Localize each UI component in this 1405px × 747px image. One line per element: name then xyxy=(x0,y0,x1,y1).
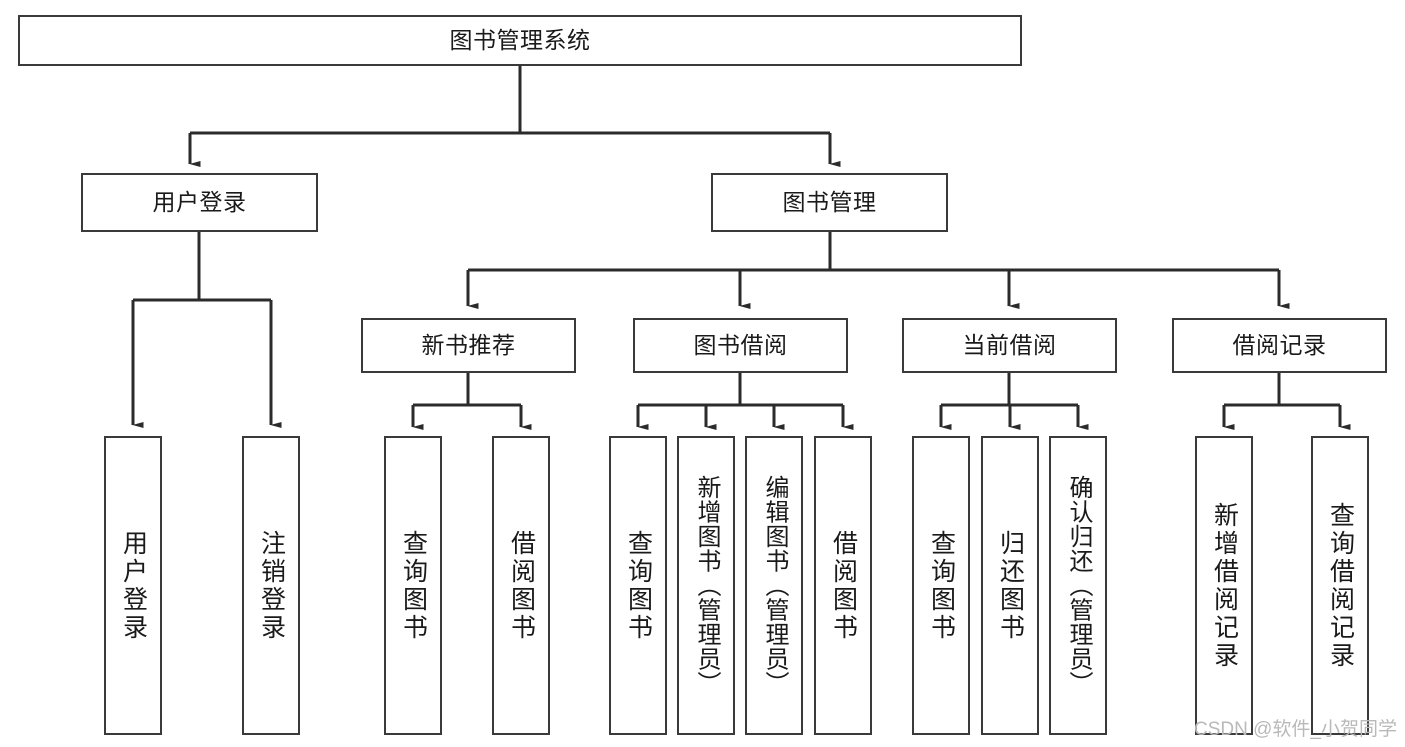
leaf-query-book-recommend[interactable]: 查询图书 xyxy=(384,436,442,735)
node-label: 注销登录 xyxy=(257,529,286,642)
node-borrow-records[interactable]: 借阅记录 xyxy=(1172,318,1387,373)
node-label: 图书管理 xyxy=(782,189,877,216)
leaf-user-login[interactable]: 用户登录 xyxy=(104,436,162,735)
node-label: 确认归还（管理员） xyxy=(1065,475,1092,696)
node-label: 查询借阅记录 xyxy=(1326,501,1355,670)
node-label: 新增借阅记录 xyxy=(1210,501,1239,670)
leaf-query-book-borrow[interactable]: 查询图书 xyxy=(609,436,667,735)
node-label: 归还图书 xyxy=(996,529,1025,642)
node-label: 借阅图书 xyxy=(507,529,536,642)
csdn-watermark: CSDN @软件_小贺同学 xyxy=(1194,719,1397,740)
leaf-return-book[interactable]: 归还图书 xyxy=(981,436,1039,735)
leaf-borrow-book-recommend[interactable]: 借阅图书 xyxy=(492,436,550,735)
node-label: 新增图书（管理员） xyxy=(693,475,720,696)
leaf-logout[interactable]: 注销登录 xyxy=(242,436,300,735)
node-label: 查询图书 xyxy=(927,529,956,642)
leaf-query-book-current[interactable]: 查询图书 xyxy=(912,436,970,735)
node-label: 查询图书 xyxy=(624,529,653,642)
node-book-management[interactable]: 图书管理 xyxy=(711,173,948,232)
node-book-borrow[interactable]: 图书借阅 xyxy=(633,318,848,373)
leaf-add-book-admin[interactable]: 新增图书（管理员） xyxy=(677,436,735,735)
node-user-login[interactable]: 用户登录 xyxy=(81,173,318,232)
node-label: 新书推荐 xyxy=(421,332,516,359)
node-root-system[interactable]: 图书管理系统 xyxy=(18,15,1022,66)
node-label: 编辑图书（管理员） xyxy=(761,475,788,696)
node-label: 借阅图书 xyxy=(829,529,858,642)
leaf-edit-book-admin[interactable]: 编辑图书（管理员） xyxy=(745,436,803,735)
node-label: 当前借阅 xyxy=(962,332,1057,359)
node-current-borrow[interactable]: 当前借阅 xyxy=(902,318,1117,373)
node-label: 借阅记录 xyxy=(1232,332,1327,359)
node-label: 查询图书 xyxy=(399,529,428,642)
leaf-add-borrow-record[interactable]: 新增借阅记录 xyxy=(1195,436,1253,735)
leaf-confirm-return-admin[interactable]: 确认归还（管理员） xyxy=(1049,436,1107,735)
leaf-borrow-book[interactable]: 借阅图书 xyxy=(814,436,872,735)
node-label: 图书借阅 xyxy=(693,332,788,359)
node-label: 图书管理系统 xyxy=(449,27,591,54)
node-label: 用户登录 xyxy=(152,189,247,216)
leaf-query-borrow-record[interactable]: 查询借阅记录 xyxy=(1311,436,1369,735)
node-label: 用户登录 xyxy=(119,529,148,642)
node-new-book-recommend[interactable]: 新书推荐 xyxy=(361,318,576,373)
